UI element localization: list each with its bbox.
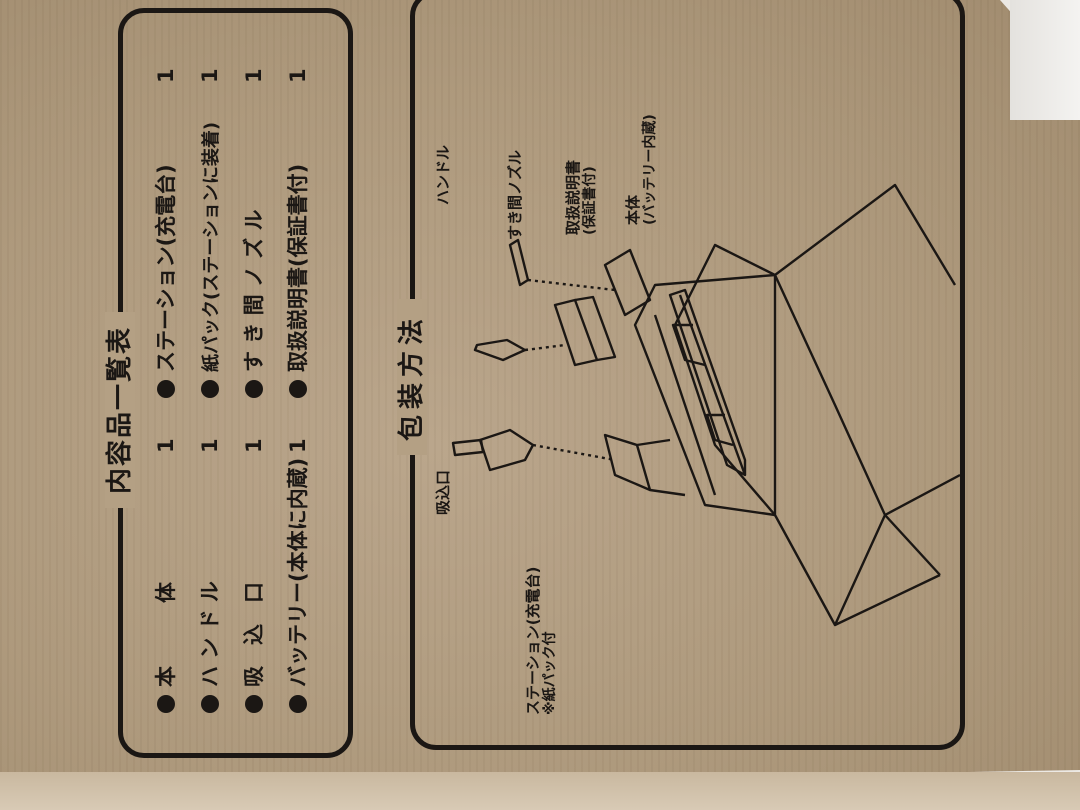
carton-outline — [773, 183, 957, 627]
carton-edge — [773, 274, 887, 626]
bullet-icon — [289, 695, 307, 713]
station-shape — [635, 438, 686, 497]
contents-list-title: 内容品一覧表 — [105, 311, 135, 508]
cardboard-flap-edge — [0, 772, 1080, 810]
body-shape — [668, 288, 747, 477]
contents-list-box: 内容品一覧表 本 体 1 ハ ン ド ル 1 吸 込 口 1 バッテリー(本体に… — [105, 8, 353, 758]
manual-label: 取扱説明書 (保証書付) — [564, 159, 598, 235]
list-item: す き 間 ノ ズ ル 1 — [241, 68, 267, 398]
station-label: ステーション(充電台) ※紙パック付 — [524, 566, 558, 715]
carton-edge — [884, 514, 941, 576]
packing-method-box: 包装方法 — [397, 0, 965, 750]
crevice-nozzle-shape — [508, 238, 530, 287]
bullet-icon — [245, 380, 263, 398]
background-wall — [1010, 0, 1080, 120]
bullet-icon — [201, 380, 219, 398]
inner-tray — [633, 273, 776, 517]
list-item: ステーション(充電台) 1 — [153, 68, 179, 398]
manual-shape — [603, 248, 652, 317]
list-item: ハ ン ド ル 1 — [197, 438, 223, 713]
handle-label: ハンドル — [434, 144, 452, 205]
body-label: 本体 (バッテリー内蔵) — [624, 114, 658, 225]
list-item: バッテリー(本体に内蔵) 1 — [285, 438, 311, 713]
bullet-icon — [157, 380, 175, 398]
list-item: 吸 込 口 1 — [241, 438, 267, 713]
bullet-icon — [245, 695, 263, 713]
bullet-icon — [157, 695, 175, 713]
handle-base-shape — [553, 298, 599, 367]
list-item: 紙パック(ステーションに装着) 1 — [197, 68, 225, 398]
bullet-icon — [289, 380, 307, 398]
handle-shape — [473, 338, 527, 362]
packing-diagram — [451, 183, 960, 627]
suction-head-shape — [478, 428, 535, 472]
carton-flap — [673, 243, 776, 516]
crevice-nozzle-label: すき間ノズル — [506, 149, 524, 240]
carton-edge — [884, 473, 960, 517]
list-item: 本 体 1 — [153, 438, 179, 713]
bullet-icon — [201, 695, 219, 713]
suction-label: 吸込口 — [434, 469, 452, 515]
list-item: 取扱説明書(保証書付) 1 — [285, 68, 311, 398]
